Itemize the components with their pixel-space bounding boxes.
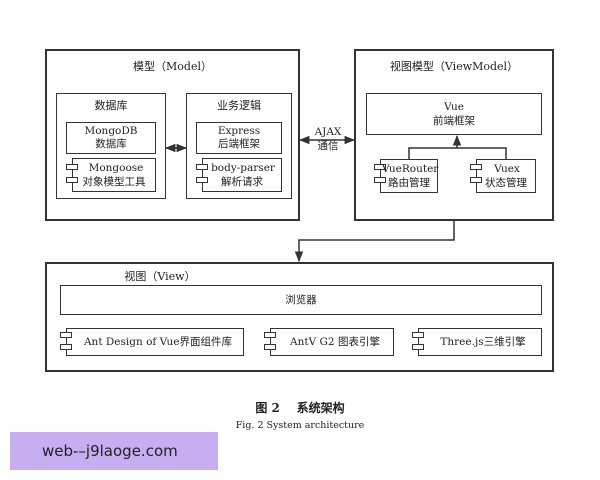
mongoose-component — [72, 158, 156, 192]
antv-label: AntV G2 图表引擎 — [290, 336, 380, 348]
mongoose-sublabel: 对象模型工具 — [82, 176, 146, 188]
component-lug-icon — [374, 164, 386, 170]
components-to-vue-connector — [408, 147, 507, 159]
body-parser-sublabel: 解析请求 — [221, 176, 263, 188]
component-lug-icon — [60, 332, 72, 338]
business-logic-title: 业务逻辑 — [217, 99, 261, 112]
watermark-banner: web-–j9laoge.com — [10, 432, 218, 470]
vuerouter-component — [380, 159, 438, 193]
vuex-sublabel: 状态管理 — [485, 177, 527, 189]
component-lug-icon — [60, 344, 72, 350]
component-lug-icon — [196, 177, 208, 183]
vue-label: Vue — [444, 101, 464, 113]
body-parser-label: body-parser — [211, 162, 275, 174]
vue-sublabel: 前端框架 — [433, 115, 475, 127]
component-lug-icon — [66, 164, 78, 170]
express-box — [196, 122, 282, 154]
component-lug-icon — [66, 177, 78, 183]
vuex-component — [476, 159, 536, 193]
antd-label: Ant Design of Vue界面组件库 — [83, 336, 233, 348]
ajax-label: AJAX — [314, 126, 342, 138]
figure-caption-en: Fig. 2 System architecture — [235, 420, 365, 431]
browser-label: 浏览器 — [285, 294, 317, 306]
component-lug-icon — [470, 164, 482, 170]
express-label: Express — [217, 125, 261, 137]
view-title: 视图（View） — [124, 270, 196, 283]
express-sublabel: 后端框架 — [218, 138, 260, 150]
component-lug-icon — [412, 344, 424, 350]
component-lug-icon — [412, 332, 424, 338]
antv-component — [270, 328, 394, 356]
mongodb-sublabel: 数据库 — [95, 138, 127, 150]
mongodb-box — [66, 122, 156, 154]
vuerouter-label: VueRouter — [382, 163, 439, 175]
model-title: 模型（Model） — [133, 60, 212, 73]
component-lug-icon — [264, 344, 276, 350]
antd-component — [66, 328, 244, 356]
threejs-component — [418, 328, 542, 356]
component-lug-icon — [196, 164, 208, 170]
figure-caption-zh: 图 2 系统架构 — [255, 401, 345, 415]
vue-box — [366, 93, 542, 135]
component-lug-icon — [470, 177, 482, 183]
database-title: 数据库 — [94, 99, 128, 112]
component-lug-icon — [264, 332, 276, 338]
mongoose-label: Mongoose — [88, 162, 144, 174]
component-lug-icon — [374, 177, 386, 183]
vuex-label: Vuex — [494, 163, 520, 175]
viewmodel-title: 视图模型（ViewModel） — [389, 60, 519, 73]
vuerouter-sublabel: 路由管理 — [388, 177, 430, 189]
body-parser-component — [202, 158, 282, 192]
viewmodel-to-view-arrow — [294, 221, 455, 263]
threejs-label: Three.js三维引擎 — [440, 336, 526, 348]
browser-box — [60, 285, 542, 315]
mongodb-label: MongoDB — [84, 125, 138, 137]
